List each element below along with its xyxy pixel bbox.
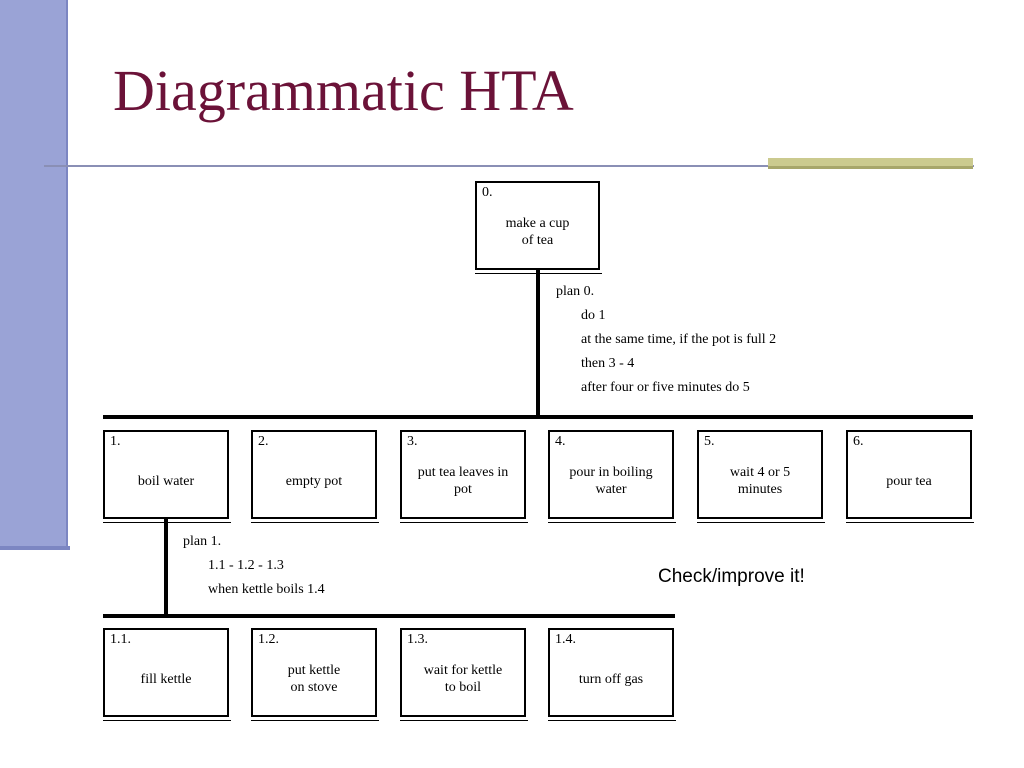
plan-0: plan 0. do 1 at the same time, if the po… — [556, 280, 776, 400]
task-label: wait for kettle to boil — [423, 663, 503, 695]
task-number: 1.1. — [110, 632, 131, 647]
task-number: 3. — [407, 434, 418, 449]
task-box-1-3: 1.3. wait for kettle to boil — [400, 628, 528, 721]
task-box-1-1: 1.1. fill kettle — [103, 628, 231, 721]
plan-step: 1.1 - 1.2 - 1.3 — [208, 558, 284, 573]
task-number: 5. — [704, 434, 715, 449]
task-box-1: 1. boil water — [103, 430, 231, 523]
task-number: 1.4. — [555, 632, 576, 647]
task-label: pour tea — [886, 473, 932, 489]
task-number: 6. — [853, 434, 864, 449]
task-label: pour in boiling water — [569, 465, 653, 497]
improve-note: Check/improve it! — [658, 566, 805, 587]
task-label: fill kettle — [140, 671, 192, 687]
plan-heading: plan 0. — [556, 284, 595, 299]
level1-horizontal-line — [103, 415, 973, 419]
task-number: 1.3. — [407, 632, 428, 647]
task-label: empty pot — [285, 473, 343, 489]
task-number: 1.2. — [258, 632, 279, 647]
task1-connector-line — [164, 518, 168, 616]
plan-step: do 1 — [581, 308, 606, 323]
title-divider-accent-shadow — [768, 166, 973, 169]
task-box-5: 5. wait 4 or 5 minutes — [697, 430, 825, 523]
task-box-6: 6. pour tea — [846, 430, 974, 523]
plan-step: after four or five minutes do 5 — [581, 380, 750, 395]
task-label: turn off gas — [578, 671, 644, 687]
task-box-4: 4. pour in boiling water — [548, 430, 676, 523]
title-divider — [44, 165, 974, 167]
task-box-1-4: 1.4. turn off gas — [548, 628, 676, 721]
task-number: 2. — [258, 434, 269, 449]
plan-step: at the same time, if the pot is full 2 — [581, 332, 777, 347]
title-divider-accent — [768, 158, 973, 166]
task-label: put kettle on stove — [287, 663, 341, 695]
task-label: make a cup of tea — [505, 216, 570, 248]
left-accent-bar — [0, 0, 68, 548]
plan-step: then 3 - 4 — [581, 356, 635, 371]
plan-step: when kettle boils 1.4 — [208, 582, 325, 597]
task-box-0: 0. make a cup of tea — [475, 181, 602, 274]
level2-horizontal-line — [103, 614, 675, 618]
slide-title: Diagrammatic HTA — [113, 58, 574, 123]
task-label: boil water — [137, 473, 195, 489]
task-box-3: 3. put tea leaves in pot — [400, 430, 528, 523]
task-box-1-2: 1.2. put kettle on stove — [251, 628, 379, 721]
task-label: wait 4 or 5 minutes — [729, 465, 791, 497]
plan-1: plan 1. 1.1 - 1.2 - 1.3 when kettle boil… — [183, 530, 325, 602]
task-number: 4. — [555, 434, 566, 449]
task-box-2: 2. empty pot — [251, 430, 379, 523]
left-accent-bar-shadow — [0, 546, 70, 550]
task-number: 0. — [482, 185, 493, 200]
task-number: 1. — [110, 434, 121, 449]
root-connector-line — [536, 270, 540, 418]
plan-heading: plan 1. — [183, 534, 222, 549]
task-label: put tea leaves in pot — [417, 465, 509, 497]
